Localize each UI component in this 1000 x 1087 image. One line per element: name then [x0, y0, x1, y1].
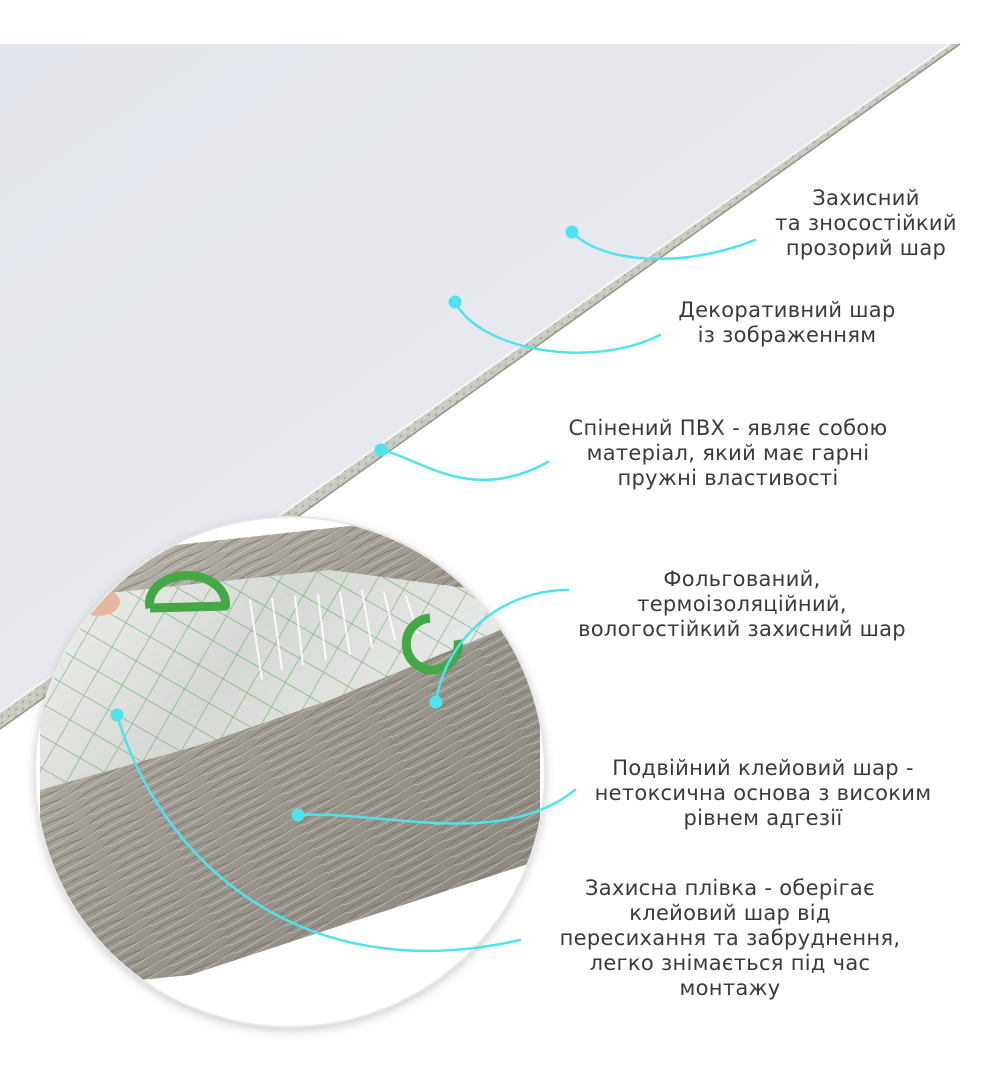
callout-label-protective-layer: Захисний та зносостійкий прозорий шар — [756, 186, 976, 261]
callout-line: вологостійкий захисний шар — [578, 617, 906, 641]
callout-label-adhesive-layer: Подвійний клейовий шар - нетоксична осно… — [562, 756, 964, 831]
callout-connector-4 — [434, 588, 570, 704]
callout-line: легко знімається під час — [589, 951, 871, 975]
callout-connector-5 — [296, 788, 577, 825]
callout-line: та зносостійкий — [775, 211, 957, 235]
callout-line: із зображенням — [697, 323, 877, 347]
callout-line: Захисна плівка - оберігає — [585, 876, 875, 900]
callout-line: пересихання та забруднення, — [559, 926, 901, 950]
callout-line: термоізоляційний, — [637, 592, 847, 616]
callout-line: клейовий шар від — [629, 901, 831, 925]
callout-marker-1 — [565, 225, 579, 239]
film-grid — [40, 570, 500, 790]
callout-label-protective-film: Захисна плівка - оберігає клейовий шар в… — [530, 876, 930, 1001]
callout-label-decorative-layer: Декоративний шар із зображенням — [655, 298, 919, 348]
callout-line: Захисний — [812, 186, 920, 210]
zoom-circle-border — [34, 516, 546, 1028]
callout-marker-6 — [110, 708, 124, 722]
callout-connector-1 — [570, 230, 757, 261]
callout-line: рівнем адгезії — [683, 806, 843, 830]
callout-line: матеріал, який має гарні — [586, 441, 870, 465]
callout-line: Фольгований, — [663, 567, 821, 591]
callout-line: Подвійний клейовий шар - — [612, 756, 914, 780]
callout-connectors — [115, 230, 757, 953]
callout-line: Декоративний шар — [678, 298, 896, 322]
callout-line: монтажу — [679, 976, 781, 1000]
callout-line: пружні властивості — [617, 466, 839, 490]
callout-label-foamed-pvc: Спінений ПВХ - являє собою матеріал, яки… — [540, 416, 916, 491]
callout-marker-4 — [429, 695, 443, 709]
callout-connector-3 — [379, 448, 550, 482]
foil-print — [145, 570, 463, 675]
callout-line: Спінений ПВХ - являє собою — [568, 416, 888, 440]
zoom-circle-content — [35, 517, 545, 1027]
callout-label-foil-layer: Фольгований, термоізоляційний, вологості… — [552, 567, 932, 642]
callout-connector-2 — [453, 300, 662, 354]
callout-marker-2 — [448, 295, 462, 309]
callout-markers — [110, 225, 579, 822]
callout-marker-3 — [374, 443, 388, 457]
callout-marker-5 — [291, 808, 305, 822]
callout-line: прозорий шар — [785, 236, 947, 260]
callout-connector-6 — [115, 713, 522, 953]
callout-line: нетоксична основа з високим — [594, 781, 932, 805]
